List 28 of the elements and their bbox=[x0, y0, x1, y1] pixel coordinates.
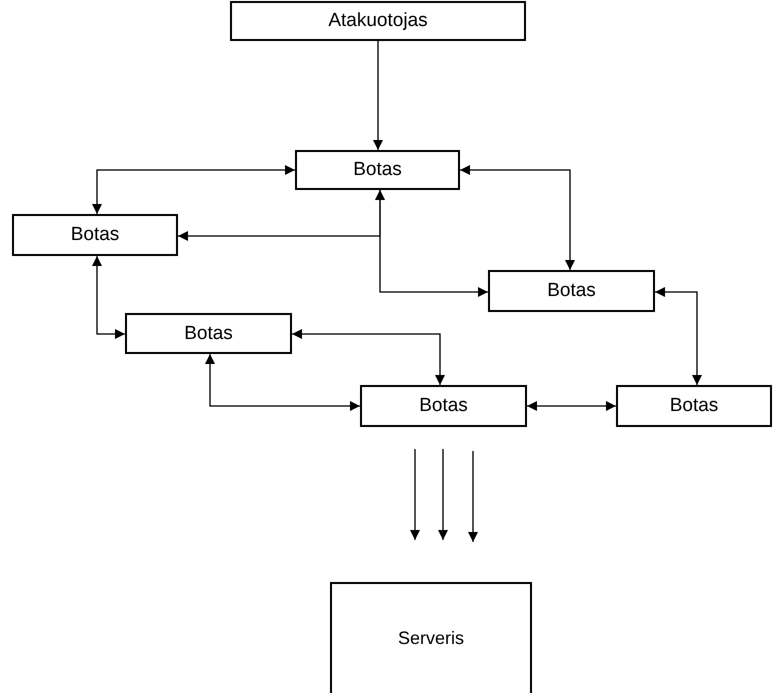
process-box bbox=[616, 385, 772, 427]
process-box bbox=[488, 270, 655, 312]
arrow bbox=[468, 451, 478, 542]
process-box bbox=[360, 385, 527, 427]
process-box bbox=[12, 214, 178, 256]
arrow bbox=[460, 165, 575, 270]
arrow bbox=[438, 449, 448, 540]
node-label: Serveris bbox=[398, 628, 464, 649]
process-box bbox=[295, 150, 460, 190]
arrow bbox=[92, 256, 125, 339]
node-label: Botas bbox=[353, 159, 402, 181]
node-label: Botas bbox=[547, 280, 596, 302]
node-label: Botas bbox=[670, 395, 718, 417]
arrow bbox=[292, 329, 445, 385]
node-label: Botas bbox=[184, 322, 233, 344]
node-label: Botas bbox=[70, 224, 120, 246]
node-label: Atakuotojas bbox=[328, 10, 428, 32]
arrow bbox=[92, 165, 295, 214]
arrow bbox=[375, 190, 488, 297]
arrow bbox=[655, 287, 702, 385]
arrow bbox=[373, 41, 383, 150]
arrow bbox=[527, 401, 616, 411]
node-label: Botas bbox=[419, 395, 468, 417]
arrow bbox=[410, 449, 420, 540]
process-box bbox=[125, 313, 292, 354]
process-box bbox=[230, 1, 526, 41]
process-box bbox=[330, 582, 532, 693]
arrow bbox=[205, 354, 360, 411]
